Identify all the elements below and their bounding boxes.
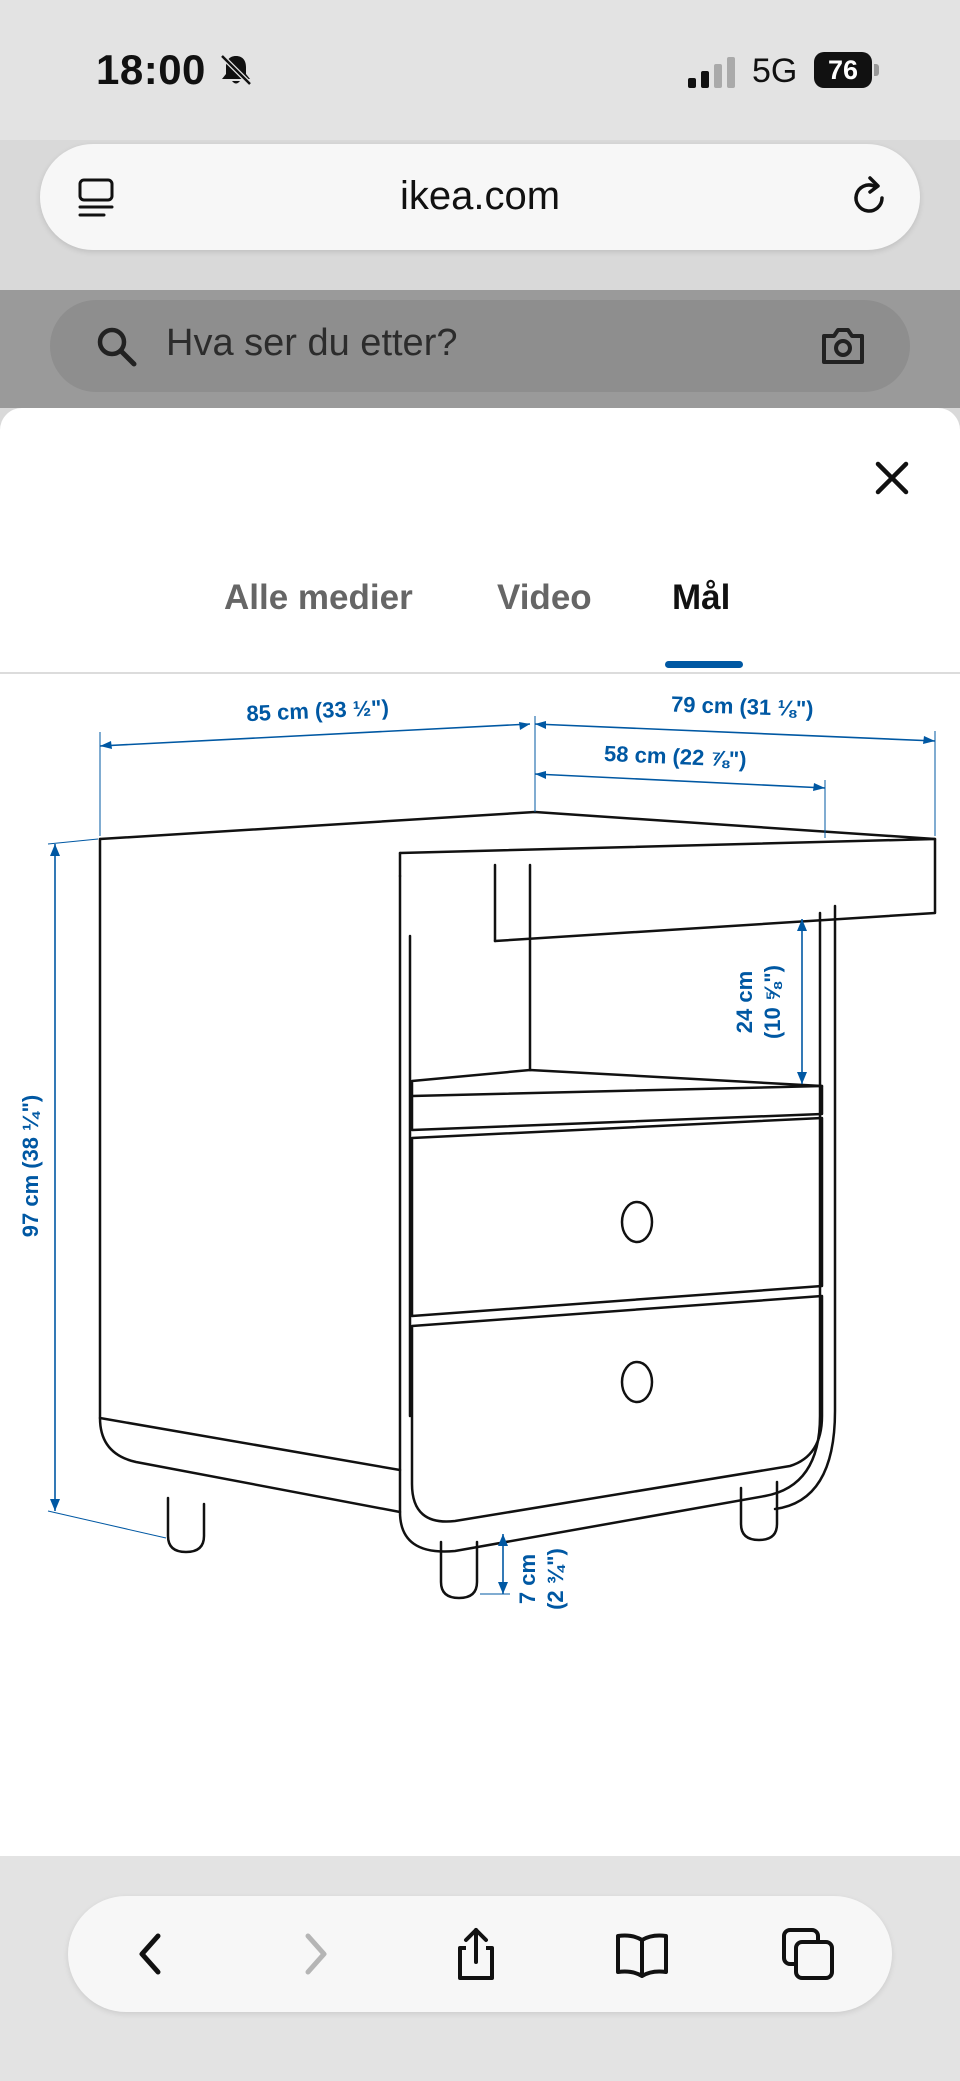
search-bar[interactable]: Hva ser du etter? bbox=[50, 300, 910, 392]
media-tabs: Alle medier Video Mål bbox=[0, 578, 960, 674]
tabs-overview-icon[interactable] bbox=[778, 1924, 838, 1984]
dim-shelf-gap-cm: 24 cm bbox=[732, 971, 757, 1033]
camera-icon[interactable] bbox=[820, 322, 866, 368]
search-icon[interactable] bbox=[94, 324, 138, 368]
reload-icon[interactable] bbox=[846, 174, 892, 220]
url-text[interactable]: ikea.com bbox=[399, 174, 561, 218]
dim-width: 85 cm (33 ½") bbox=[246, 695, 389, 726]
furniture-outline bbox=[98, 810, 937, 1600]
tab-video[interactable]: Video bbox=[497, 578, 592, 617]
dim-height: 97 cm (38 ¼") bbox=[18, 1095, 43, 1238]
dim-inner-depth: 58 cm (22 ⅞") bbox=[604, 741, 747, 772]
dimension-lines bbox=[47, 716, 936, 1595]
browser-toolbar bbox=[0, 1856, 960, 2081]
back-icon[interactable] bbox=[122, 1924, 182, 1984]
toolbar-pill bbox=[68, 1896, 892, 2012]
close-icon[interactable] bbox=[866, 452, 918, 504]
share-icon[interactable] bbox=[446, 1924, 506, 1984]
tab-all-media[interactable]: Alle medier bbox=[224, 578, 413, 617]
tabs-icon[interactable] bbox=[74, 176, 118, 220]
status-bar: 18:00 5G 76 bbox=[0, 0, 960, 140]
bell-slash-icon bbox=[220, 54, 252, 86]
dimension-drawing: 85 cm (33 ½") 79 cm (31 ⅛") 58 cm (22 ⅞"… bbox=[18, 692, 937, 1610]
tab-dimensions[interactable]: Mål bbox=[672, 578, 731, 617]
address-bar[interactable]: ikea.com bbox=[40, 144, 920, 250]
dim-leg-height-cm: 7 cm bbox=[515, 1554, 540, 1604]
bookmarks-icon[interactable] bbox=[612, 1924, 672, 1984]
active-tab-indicator bbox=[665, 661, 743, 668]
tabs-divider bbox=[0, 672, 960, 674]
media-modal: Alle medier Video Mål bbox=[0, 408, 960, 1856]
status-time: 18:00 bbox=[96, 46, 206, 93]
forward-icon[interactable] bbox=[284, 1924, 344, 1984]
signal-icon bbox=[688, 57, 735, 88]
dim-depth: 79 cm (31 ⅛") bbox=[671, 692, 814, 722]
dim-leg-height-in: (2 ¾") bbox=[543, 1548, 568, 1610]
network-type: 5G bbox=[752, 52, 798, 90]
battery-tip bbox=[874, 64, 879, 76]
search-placeholder[interactable]: Hva ser du etter? bbox=[166, 322, 458, 364]
battery-icon: 76 bbox=[814, 52, 872, 88]
dim-shelf-gap-in: (10 ⅝") bbox=[760, 965, 785, 1039]
